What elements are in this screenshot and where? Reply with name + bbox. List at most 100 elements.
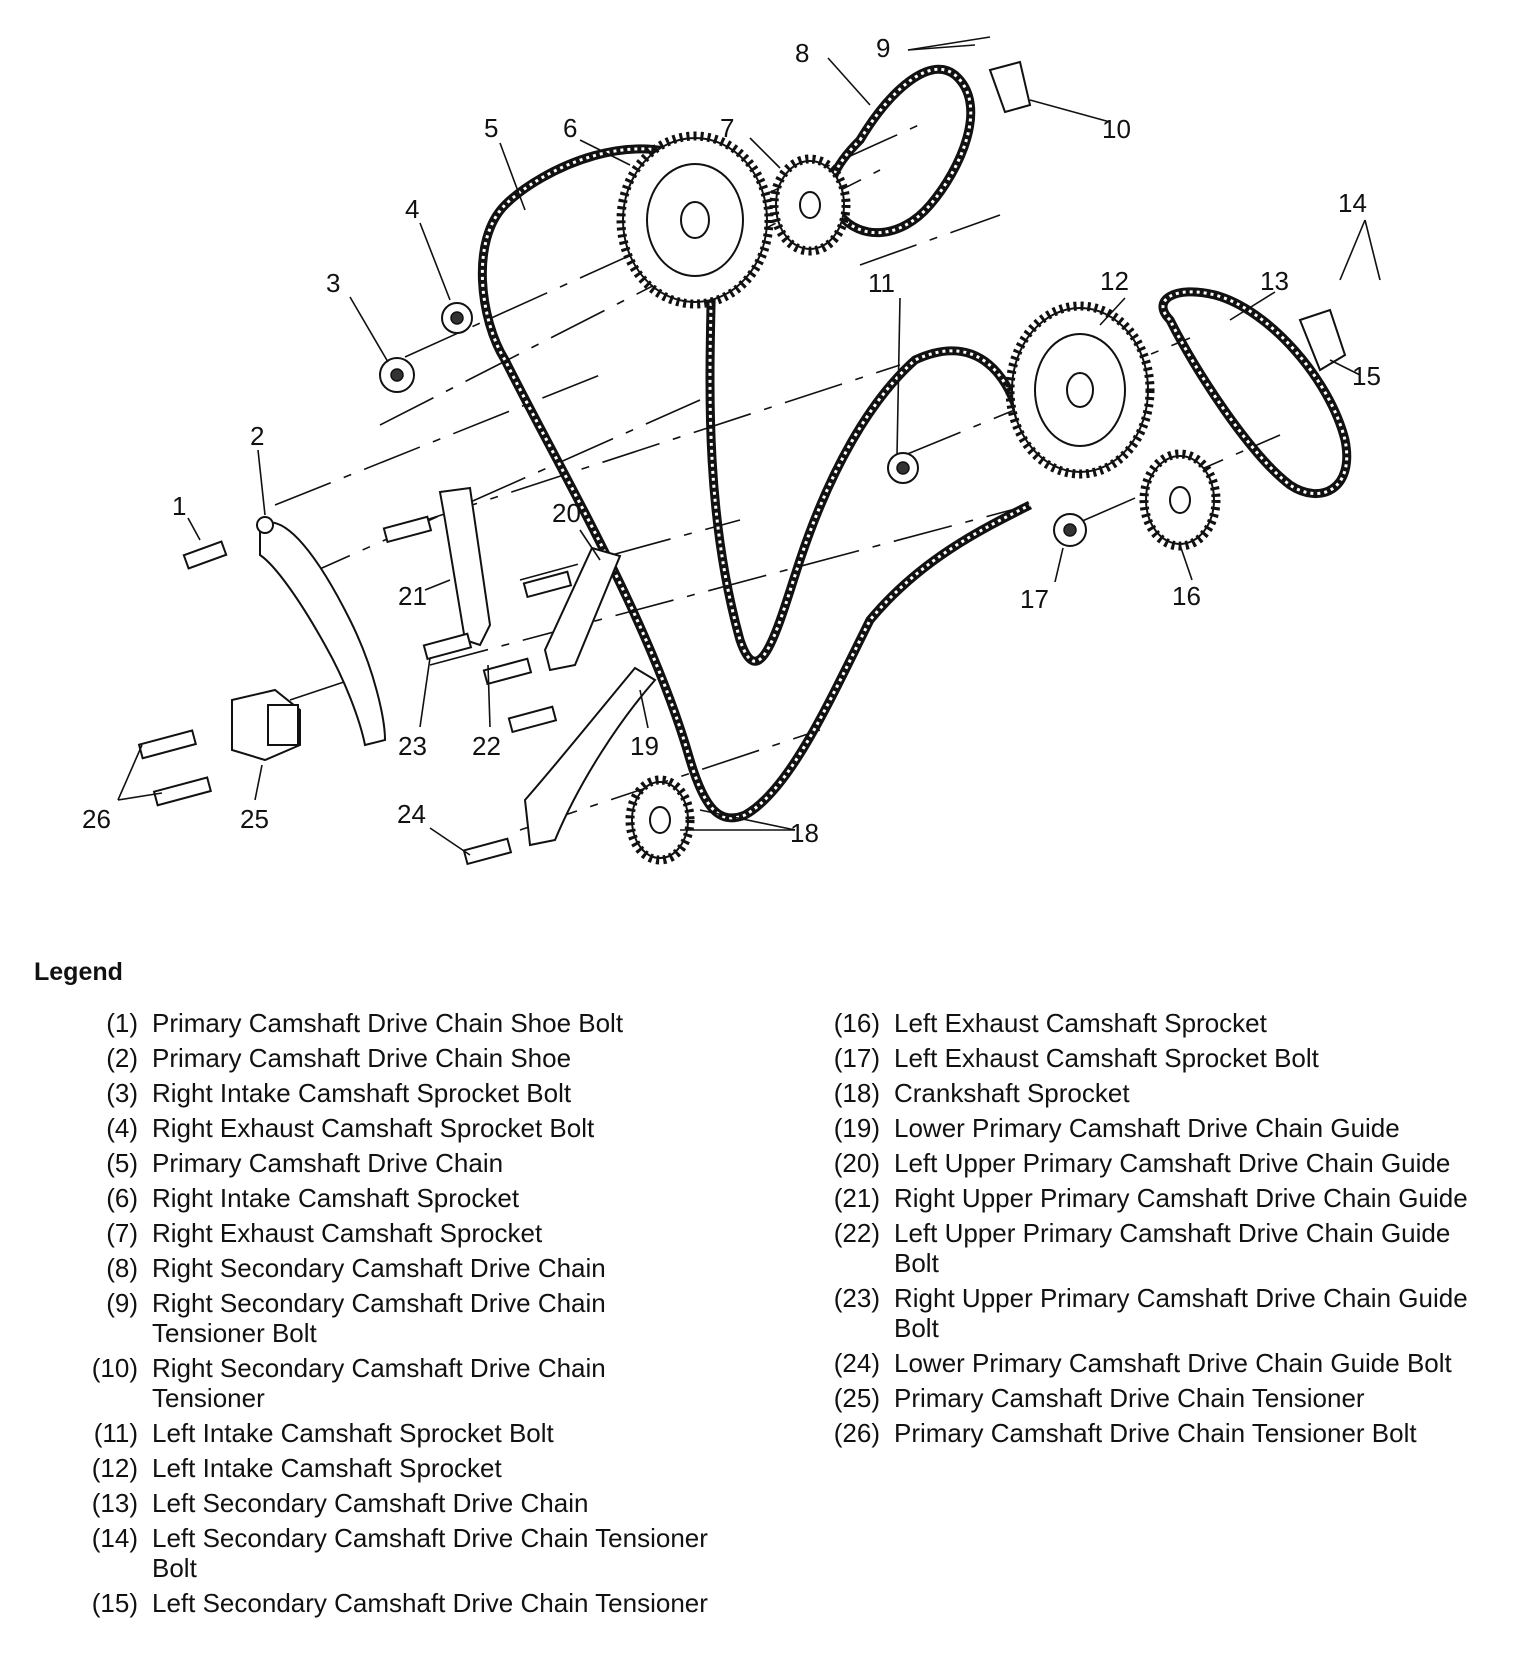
callout-22: 22: [472, 731, 501, 761]
legend-entry-text: Right Upper Primary Camshaft Drive Chain…: [894, 1283, 1468, 1343]
legend-entry: (23) Right Upper Primary Camshaft Drive C…: [820, 1283, 1500, 1343]
legend-entry: (16)Left Exhaust Camshaft Sprocket: [820, 1008, 1500, 1038]
right-upper-primary-camshaft-drive-chain-guide: [438, 486, 492, 647]
legend-entry-number: (25): [833, 1383, 880, 1413]
legend-entry: (4) Right Exhaust Camshaft Sprocket Bolt: [78, 1113, 718, 1143]
legend-entry: (6)Right Intake Camshaft Sprocket: [78, 1183, 718, 1213]
callout-9: 9: [876, 33, 890, 63]
callout-26: 26: [82, 804, 111, 834]
legend-entry-number: (17): [833, 1043, 880, 1073]
legend-entry-text: Primary Camshaft Drive Chain Shoe Bolt: [152, 1008, 624, 1038]
legend-right-column: (16)Left Exhaust Camshaft Sprocket(17)Le…: [820, 1008, 1500, 1453]
legend-entry-text: Primary Camshaft Drive Chain Shoe: [152, 1043, 572, 1073]
legend-entry: (24) Lower Primary Camshaft Drive Chain G…: [820, 1348, 1500, 1378]
legend-entry-text: Primary Camshaft Drive Chain: [152, 1148, 504, 1178]
legend-entry: (17)Left Exhaust Camshaft Sprocket Bolt: [820, 1043, 1500, 1073]
legend-entry-text: Left Upper Primary Camshaft Drive Chain …: [894, 1148, 1451, 1178]
legend-entry-number: (13): [91, 1488, 138, 1518]
legend-entry-text: Left Secondary Camshaft Drive Chain Tens…: [152, 1523, 708, 1583]
legend-entry-text: Right Secondary Camshaft Drive Chain Ten…: [152, 1288, 606, 1348]
legend-entry-number: (2): [106, 1043, 138, 1073]
legend-entry-text: Left Upper Primary Camshaft Drive Chain …: [894, 1218, 1451, 1278]
camshaft-sprocket-bolts: [379, 302, 1087, 547]
legend-entry-number: (26): [833, 1418, 880, 1448]
guide-and-shoe-bolts: [137, 515, 573, 866]
legend-entry-number: (4): [106, 1113, 138, 1143]
legend-entry-number: (15): [91, 1588, 138, 1618]
right-intake-camshaft-sprocket: [616, 131, 774, 309]
legend-entry-number: (3): [106, 1078, 138, 1108]
legend-entry-number: (14): [91, 1523, 138, 1553]
right-secondary-camshaft-drive-chain: [826, 64, 976, 238]
legend-entry: (26) Primary Camshaft Drive Chain Tension…: [820, 1418, 1500, 1448]
legend-entry: (13) Left Secondary Camshaft Drive Chain: [78, 1488, 718, 1518]
legend-entry-number: (24): [833, 1348, 880, 1378]
callout-20: 20: [552, 498, 581, 528]
legend-entry-text: Primary Camshaft Drive Chain Tensioner: [894, 1383, 1365, 1413]
callout-18: 18: [790, 818, 819, 848]
callout-19: 19: [630, 731, 659, 761]
left-secondary-camshaft-drive-chain-tensioner: [1298, 308, 1347, 372]
callout-11: 11: [868, 268, 895, 298]
callout-12: 12: [1100, 266, 1129, 296]
legend-entry-text: Right Upper Primary Camshaft Drive Chain…: [894, 1183, 1468, 1213]
legend-entry: (1) Primary Camshaft Drive Chain Shoe Bol…: [78, 1008, 718, 1038]
legend-entry-text: Left Exhaust Camshaft Sprocket: [894, 1008, 1267, 1038]
legend-entry-number: (18): [833, 1078, 880, 1108]
legend-entry: (20) Left Upper Primary Camshaft Drive Ch…: [820, 1148, 1500, 1178]
legend-entry-number: (21): [833, 1183, 880, 1213]
legend-entry-number: (12): [91, 1453, 138, 1483]
legend-entry: (22)Left Upper Primary Camshaft Drive Ch…: [820, 1218, 1500, 1278]
legend-entry: (15) Left Secondary Camshaft Drive Chain …: [78, 1588, 718, 1618]
callout-1: 1: [172, 491, 186, 521]
legend-entry-text: Primary Camshaft Drive Chain Tensioner B…: [894, 1418, 1417, 1448]
legend-entry-number: (7): [106, 1218, 138, 1248]
legend-entry-number: (1): [106, 1008, 138, 1038]
legend-entry: (8)Right Secondary Camshaft Drive Chain: [78, 1253, 718, 1283]
legend-entry: (14) Left Secondary Camshaft Drive Chain …: [78, 1523, 718, 1583]
callout-8: 8: [795, 38, 809, 68]
legend-entry-number: (9): [106, 1288, 138, 1318]
callout-4: 4: [405, 194, 419, 224]
legend-entry-text: Crankshaft Sprocket: [894, 1078, 1130, 1108]
legend-entry-number: (19): [833, 1113, 880, 1143]
timing-chain-exploded-diagram: 1 2 3 4 5 6 7 8 9 10 11 12 13 14 15 16 1…: [82, 33, 1381, 866]
callout-13: 13: [1260, 266, 1289, 296]
callout-25: 25: [240, 804, 269, 834]
legend-entry: (12) Left Intake Camshaft Sprocket: [78, 1453, 718, 1483]
callout-14: 14: [1338, 188, 1367, 218]
legend-entry-text: Left Intake Camshaft Sprocket Bolt: [152, 1418, 554, 1448]
callout-2: 2: [250, 421, 264, 451]
legend-entry-text: Right Exhaust Camshaft Sprocket Bolt: [152, 1113, 595, 1143]
legend-entry-number: (20): [833, 1148, 880, 1178]
left-intake-camshaft-sprocket: [1005, 301, 1155, 479]
legend-entry-text: Lower Primary Camshaft Drive Chain Guide…: [894, 1348, 1452, 1378]
legend-entry-text: Left Secondary Camshaft Drive Chain Tens…: [152, 1588, 708, 1618]
left-upper-primary-camshaft-drive-chain-guide: [543, 546, 622, 672]
callout-10: 10: [1102, 114, 1131, 144]
legend-entry: (2) Primary Camshaft Drive Chain Shoe: [78, 1043, 718, 1073]
legend-left-column: (1) Primary Camshaft Drive Chain Shoe Bol…: [78, 1008, 718, 1623]
callout-21: 21: [398, 581, 427, 611]
legend-entry-text: Left Intake Camshaft Sprocket: [152, 1453, 502, 1483]
legend-entry-text: Right Exhaust Camshaft Sprocket: [152, 1218, 543, 1248]
callout-15: 15: [1352, 361, 1381, 391]
crankshaft-sprocket: [625, 775, 695, 865]
callout-leader-lines: [117, 36, 1381, 856]
legend-entry-text: Right Secondary Camshaft Drive Chain: [152, 1253, 606, 1283]
legend-entry-number: (10): [91, 1353, 138, 1383]
callout-17: 17: [1020, 584, 1049, 614]
legend-entry-text: Lower Primary Camshaft Drive Chain Guide: [894, 1113, 1400, 1143]
legend-entry-text: Right Intake Camshaft Sprocket: [152, 1183, 520, 1213]
legend-entry: (7) Right Exhaust Camshaft Sprocket: [78, 1218, 718, 1248]
callout-6: 6: [563, 113, 577, 143]
legend-entry-number: (5): [106, 1148, 138, 1178]
legend-entry-text: Right Intake Camshaft Sprocket Bolt: [152, 1078, 572, 1108]
legend-entry: (19) Lower Primary Camshaft Drive Chain G…: [820, 1113, 1500, 1143]
legend-entry-number: (23): [833, 1283, 880, 1313]
legend-entry: (11)Left Intake Camshaft Sprocket Bolt: [78, 1418, 718, 1448]
legend-entry: (21) Right Upper Primary Camshaft Drive C…: [820, 1183, 1500, 1213]
legend-entry-text: Left Secondary Camshaft Drive Chain: [152, 1488, 589, 1518]
callout-3: 3: [326, 268, 340, 298]
lower-primary-camshaft-drive-chain-guide: [523, 666, 657, 847]
